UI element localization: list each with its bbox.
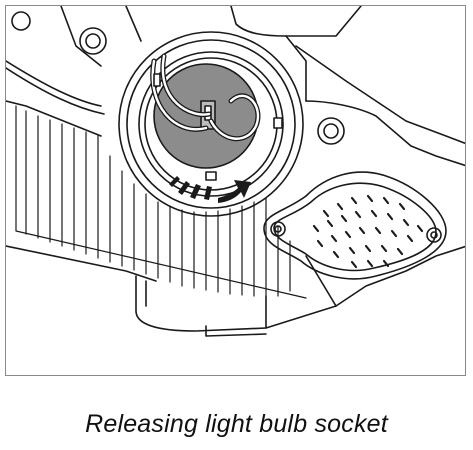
headlamp-housing-drawing — [6, 6, 465, 337]
bolt-icon — [11, 11, 345, 145]
connector-plate-icon — [263, 171, 447, 280]
figure-caption: Releasing light bulb socket — [85, 410, 388, 438]
cooling-fins — [15, 105, 307, 299]
bulb-socket-icon — [118, 31, 304, 217]
rotation-arrow-icon — [169, 176, 251, 203]
diagram-frame — [5, 5, 466, 376]
housing-outline — [6, 6, 465, 337]
